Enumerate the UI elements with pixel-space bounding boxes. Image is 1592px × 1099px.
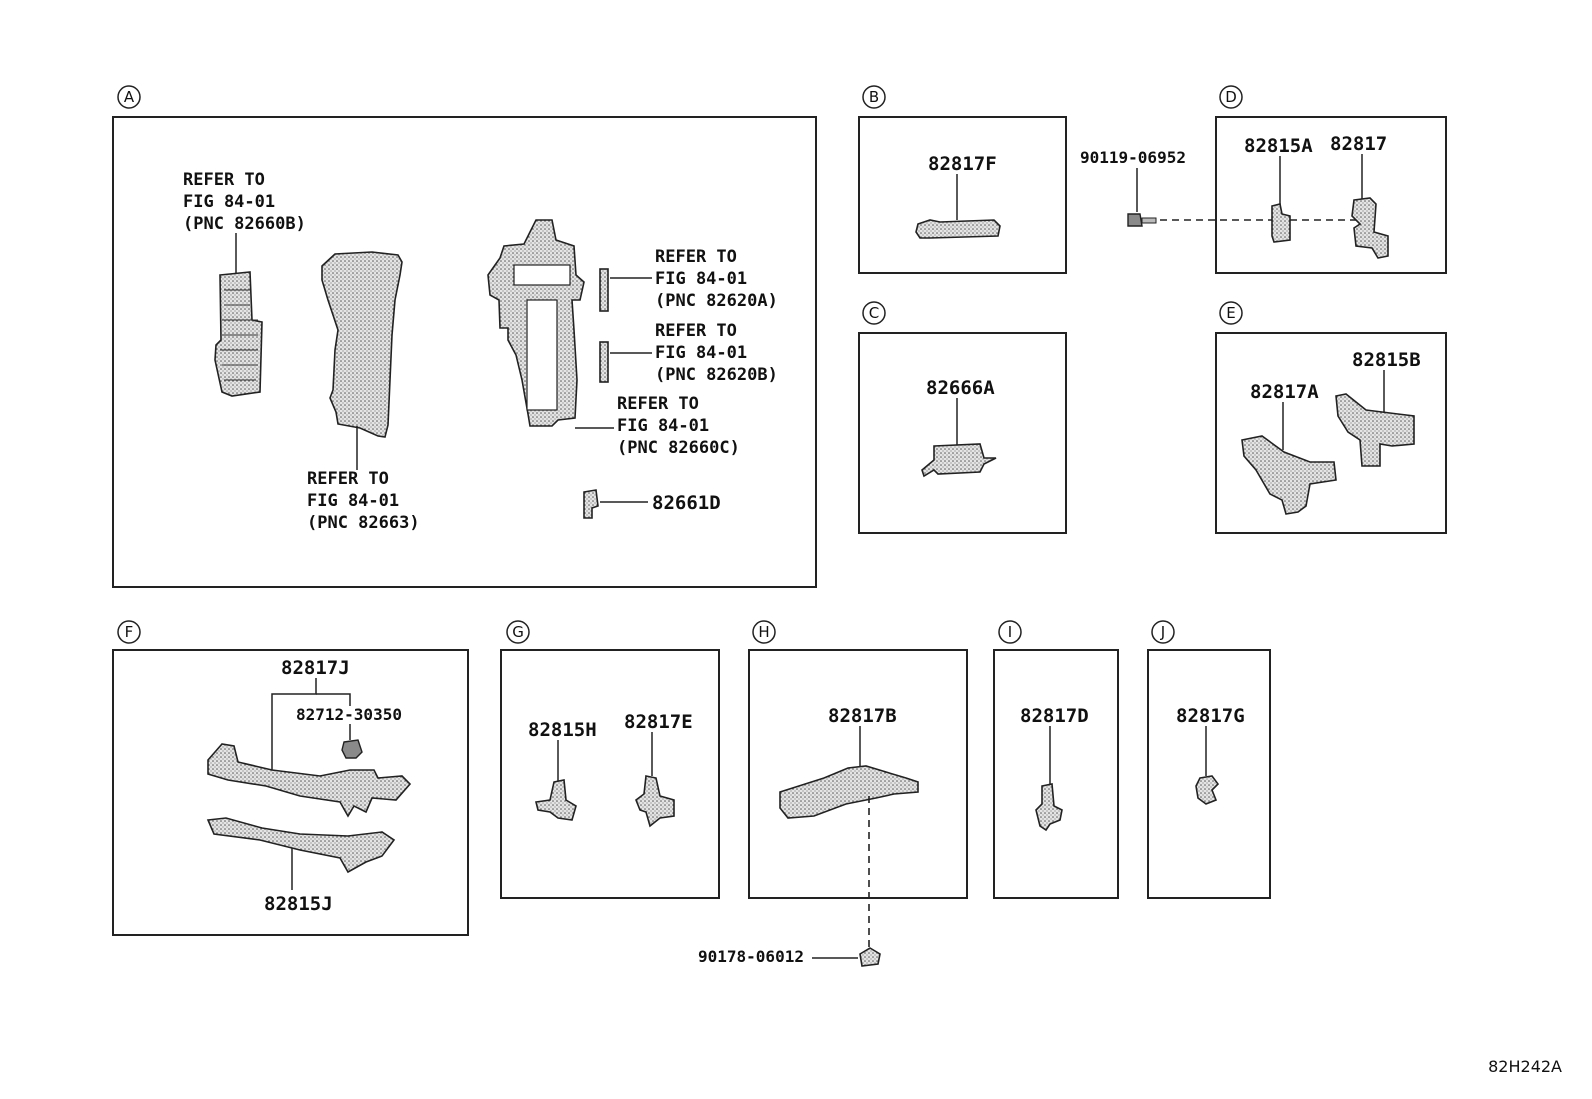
section-a-box xyxy=(112,116,817,588)
part-82817e xyxy=(635,775,675,828)
ref-82660b-line2: FIG 84-01 xyxy=(183,192,275,212)
section-c-box xyxy=(858,332,1067,534)
label-82817e: 82817E xyxy=(624,711,693,733)
ref-82620b-line2: FIG 84-01 xyxy=(655,343,747,363)
section-a-letter: A xyxy=(124,88,135,106)
part-82815h xyxy=(535,779,577,821)
diagram-code: 82H242A xyxy=(1488,1057,1562,1076)
label-82815h: 82815H xyxy=(528,719,597,741)
ref-82660b-line3: (PNC 82660B) xyxy=(183,214,306,234)
label-bolt: 90119-06952 xyxy=(1080,148,1186,167)
part-fuse-82620a xyxy=(599,268,609,312)
section-g-box xyxy=(500,649,720,899)
label-82815a: 82815A xyxy=(1244,135,1313,157)
section-i: I 82817D xyxy=(993,620,1119,899)
part-82817d xyxy=(1035,783,1063,832)
ref-82620a-line2: FIG 84-01 xyxy=(655,269,747,289)
section-f: F 82817J 82712-30350 82815J xyxy=(112,620,469,936)
part-82815b xyxy=(1335,393,1415,467)
label-82712-30350: 82712-30350 xyxy=(296,705,402,724)
label-82661d: 82661D xyxy=(652,492,721,514)
clip-fastener: 90178-06012 xyxy=(698,947,881,967)
section-h: H 82817B xyxy=(748,620,968,948)
part-82815a xyxy=(1271,203,1291,243)
ref-82660c-line1: REFER TO xyxy=(617,394,699,414)
section-d-letter: D xyxy=(1225,88,1237,106)
part-82666a xyxy=(921,443,997,478)
ref-82620a-line1: REFER TO xyxy=(655,247,737,267)
ref-82620b-line1: REFER TO xyxy=(655,321,737,341)
label-82817g: 82817G xyxy=(1176,705,1245,727)
section-j-box xyxy=(1147,649,1271,899)
part-82817a xyxy=(1241,435,1337,515)
section-b-box xyxy=(858,116,1067,274)
ref-82620a-line3: (PNC 82620A) xyxy=(655,291,778,311)
section-e: E 82815B 82817A xyxy=(1215,301,1447,534)
part-82817f xyxy=(915,219,1001,239)
part-82661d xyxy=(583,489,599,519)
ref-82663-line3: (PNC 82663) xyxy=(307,513,420,533)
part-housing-82663 xyxy=(321,251,403,438)
part-fuse-82620b xyxy=(599,341,609,383)
ref-82663-line1: REFER TO xyxy=(307,469,389,489)
label-82815j: 82815J xyxy=(264,893,333,915)
leader-82817j-b xyxy=(316,693,351,706)
section-f-box xyxy=(112,649,469,936)
section-g-letter: G xyxy=(512,623,524,641)
section-c-letter: C xyxy=(869,304,879,322)
section-i-box xyxy=(993,649,1119,899)
ref-82660c-line2: FIG 84-01 xyxy=(617,416,709,436)
part-82817 xyxy=(1351,197,1389,259)
ref-82660b-line1: REFER TO xyxy=(183,170,265,190)
section-i-letter: I xyxy=(1008,623,1012,641)
label-82815b: 82815B xyxy=(1352,349,1421,371)
part-connector-82660b xyxy=(214,271,263,397)
section-d-box xyxy=(1215,116,1447,274)
section-c: C 82666A xyxy=(858,301,1067,534)
part-82712-30350 xyxy=(341,739,363,759)
label-82817f: 82817F xyxy=(928,153,997,175)
label-82817: 82817 xyxy=(1330,133,1387,155)
label-82817d: 82817D xyxy=(1020,705,1089,727)
bolt-fastener: 90119-06952 xyxy=(1080,148,1358,227)
leader-82817j-a xyxy=(271,678,317,772)
clip-icon xyxy=(859,947,881,967)
section-j: J 82817G xyxy=(1147,620,1271,899)
section-h-box xyxy=(748,649,968,899)
part-82817g xyxy=(1195,775,1220,805)
label-clip: 90178-06012 xyxy=(698,947,804,966)
section-a: A REFER TO FIG 84-01 (PNC 82660B) REFER … xyxy=(112,85,817,588)
section-b-letter: B xyxy=(869,88,879,106)
section-g: G 82815H 82817E xyxy=(500,620,720,899)
ref-82620b-line3: (PNC 82620B) xyxy=(655,365,778,385)
section-j-letter: J xyxy=(1160,623,1165,641)
label-82817j: 82817J xyxy=(281,657,350,679)
part-82817b xyxy=(779,765,919,819)
label-82666a: 82666A xyxy=(926,377,995,399)
section-f-letter: F xyxy=(125,623,134,641)
ref-82660c-line3: (PNC 82660C) xyxy=(617,438,740,458)
label-82817b: 82817B xyxy=(828,705,897,727)
bolt-icon xyxy=(1127,213,1143,227)
part-82817j-bracket xyxy=(207,743,412,818)
label-82817a: 82817A xyxy=(1250,381,1319,403)
part-82815j-bracket xyxy=(206,817,396,874)
section-a-marker xyxy=(117,85,141,109)
section-d: D 82815A 82817 xyxy=(1215,85,1447,274)
section-e-box xyxy=(1215,332,1447,534)
section-e-letter: E xyxy=(1226,304,1235,322)
ref-82663-line2: FIG 84-01 xyxy=(307,491,399,511)
section-b: B 82817F xyxy=(858,85,1067,274)
section-h-letter: H xyxy=(758,623,769,641)
